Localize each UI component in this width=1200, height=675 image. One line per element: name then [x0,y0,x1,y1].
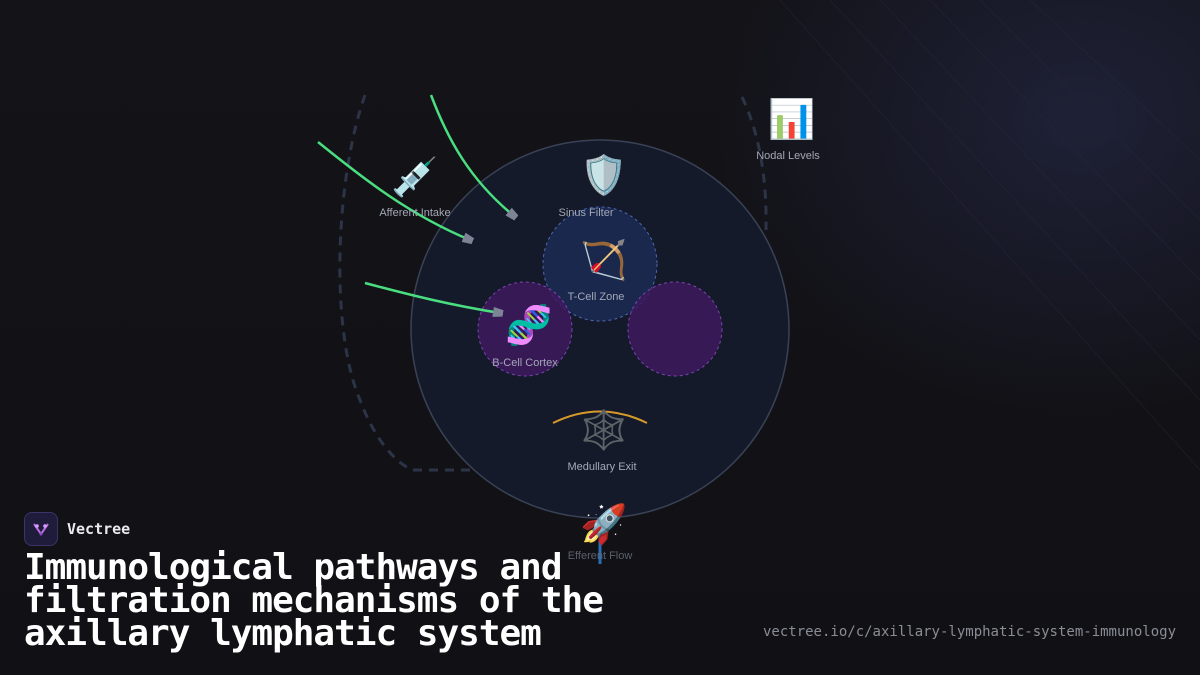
syringe-icon: 💉 [391,155,439,199]
nodal-levels-label: Nodal Levels [756,150,820,162]
t-cell-zone-circle [542,206,658,322]
afferent-flow-arrow-3 [364,281,500,313]
afferent-flow-arrow-2 [429,94,514,216]
page-title: Immunological pathways and filtration me… [24,547,604,654]
shield-icon: 🛡️ [580,153,628,197]
outer-dashed-boundary [338,94,478,472]
b-cell-cortex-label: B-Cell Cortex [492,357,558,369]
outer-dashed-boundary-right [740,96,768,231]
spider-web-icon: 🕸️ [580,408,628,452]
lymph-node-body [410,139,790,519]
vectree-logo-icon [24,512,58,546]
b-cell-cortex-circle [477,281,573,377]
bar-chart-icon: 📊 [768,97,816,141]
follicle-circle [627,281,723,377]
sinus-filter-label: Sinus Filter [558,207,614,219]
bow-and-arrow-icon: 🏹 [580,238,628,282]
afferent-intake-label: Afferent Intake [379,207,451,219]
brand[interactable]: Vectree [24,512,130,546]
medullary-exit-arc [552,410,648,424]
dna-icon: 🧬 [505,303,553,347]
rocket-icon: 🚀 [580,502,628,546]
efferent-flow-label: Efferent Flow [567,550,633,562]
brand-name: Vectree [67,520,131,538]
source-url[interactable]: vectree.io/c/axillary-lymphatic-system-i… [762,624,1176,640]
afferent-flow-arrow-1 [317,141,470,240]
t-cell-zone-label: T-Cell Zone [567,291,625,303]
medullary-exit-label: Medullary Exit [567,461,637,473]
